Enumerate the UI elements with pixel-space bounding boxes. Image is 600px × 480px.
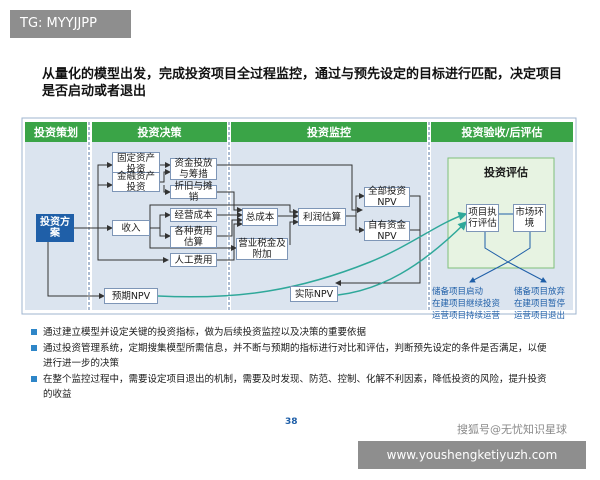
bullet-icon <box>31 329 37 335</box>
watermark-source: 搜狐号@无忧知识星球 <box>457 423 567 436</box>
outcome-continue-list: 储备项目启动 在建项目继续投资 运营项目持续运营 <box>432 286 512 322</box>
market-env-box: 市场环境 <box>513 204 546 232</box>
depreciation-box: 折旧与摊销 <box>170 181 217 203</box>
arrow-dep-total <box>217 191 243 213</box>
note-item: 在整个监控过程中，需要设定项目退出的机制，需要及时发现、防范、控制、化解不利因素… <box>31 372 551 403</box>
arrow-profit-totalnpv <box>346 193 365 217</box>
arrow-capital-npv <box>217 164 363 213</box>
outcome-exit-3: 运营项目退出 <box>514 311 566 321</box>
other-costs-box: 各种费用估算 <box>170 226 217 248</box>
page-title: 从量化的模型出发，完成投资项目全过程监控，通过与预先设定的目标进行匹配，决定项目… <box>42 67 563 99</box>
note-text: 在整个监控过程中，需要设定项目退出的机制，需要及时发现、防范、控制、化解不利因素… <box>43 373 547 401</box>
arrow-fees-total <box>217 217 243 237</box>
curve-expected-eval <box>157 211 468 298</box>
curve-actual-eval <box>337 220 468 296</box>
outcome-exit-1: 储备项目放弃 <box>514 287 566 297</box>
watermark-url: www.youshengketiyuzh.com <box>358 441 586 469</box>
eval-branch-right <box>507 232 531 263</box>
outcome-exit-2: 在建项目暂停 <box>514 299 566 309</box>
operating-cost-box: 经营成本 <box>170 208 217 222</box>
note-item: 通过投资管理系统，定期搜集模型所需信息，并不断与预期的指标进行对比和评估，判断预… <box>31 341 551 372</box>
arrow-asset-depreciation <box>163 185 171 195</box>
eval-branch-left <box>484 232 509 263</box>
actual-npv-box: 实际NPV <box>290 286 338 302</box>
labor-cost-box: 人工费用 <box>170 253 217 267</box>
arrow-financial-capital <box>160 169 171 183</box>
note-item: 通过建立模型并设定关键的投资指标，做为后续投资监控以及决策的重要依据 <box>31 325 551 341</box>
stage-header-planning: 投资策划 <box>25 122 87 142</box>
bullet-icon <box>31 344 37 351</box>
notes-list: 通过建立模型并设定关键的投资指标，做为后续投资监控以及决策的重要依据 通过投资管… <box>31 325 551 403</box>
arrow-tax-profit <box>289 219 299 245</box>
bullet-icon <box>31 375 37 382</box>
note-text: 通过投资管理系统，定期搜集模型所需信息，并不断与预期的指标进行对比和评估，判断预… <box>43 342 547 370</box>
arrow-outcome-right <box>507 261 547 283</box>
profit-estimate-box: 利润估算 <box>298 208 346 226</box>
arrow-labor-total <box>217 221 243 261</box>
arrow-income-tax <box>149 228 237 251</box>
stage-header-acceptance: 投资验收/后评估 <box>431 122 573 142</box>
total-cost-box: 总成本 <box>242 208 278 226</box>
financial-asset-box: 金融资产投资 <box>112 171 160 193</box>
capital-raising-box: 资金投放与筹措 <box>170 158 217 180</box>
investment-plan-box: 投资方案 <box>36 214 74 242</box>
sales-tax-box: 营业税金及附加 <box>236 238 288 260</box>
arrow-plan-labor <box>97 228 169 263</box>
outcome-continue-3: 运营项目持续运营 <box>432 311 501 321</box>
arrow-profit-ownnpv <box>355 216 365 233</box>
note-text: 通过建立模型并设定关键的投资指标，做为后续投资监控以及决策的重要依据 <box>43 327 367 338</box>
arrow-plan-expected <box>47 242 105 299</box>
arrow-plan-fixed <box>97 162 113 228</box>
project-eval-box: 项目执行评估 <box>466 204 499 232</box>
page-number: 38 <box>285 417 298 427</box>
outcome-continue-2: 在建项目继续投资 <box>432 299 501 309</box>
arrow-income-opcost <box>150 212 171 229</box>
outcome-continue-1: 储备项目启动 <box>432 287 484 297</box>
evaluation-title: 投资评估 <box>484 166 528 179</box>
arrow-outcome-left <box>469 261 509 283</box>
stage-header-monitoring: 投资监控 <box>231 122 427 142</box>
top-tag: TG: MYYJJPP <box>10 10 131 38</box>
expected-npv-box: 预期NPV <box>104 288 158 304</box>
arrow-income-profit <box>149 204 299 228</box>
total-npv-box: 全部投资NPV <box>364 186 410 208</box>
income-box: 收入 <box>112 220 150 236</box>
stage-header-decision: 投资决策 <box>92 122 227 142</box>
own-npv-box: 自有资金NPV <box>364 220 410 242</box>
outcome-exit-list: 储备项目放弃 在建项目暂停 运营项目退出 <box>514 286 574 322</box>
arrow-income-fees <box>159 228 171 239</box>
